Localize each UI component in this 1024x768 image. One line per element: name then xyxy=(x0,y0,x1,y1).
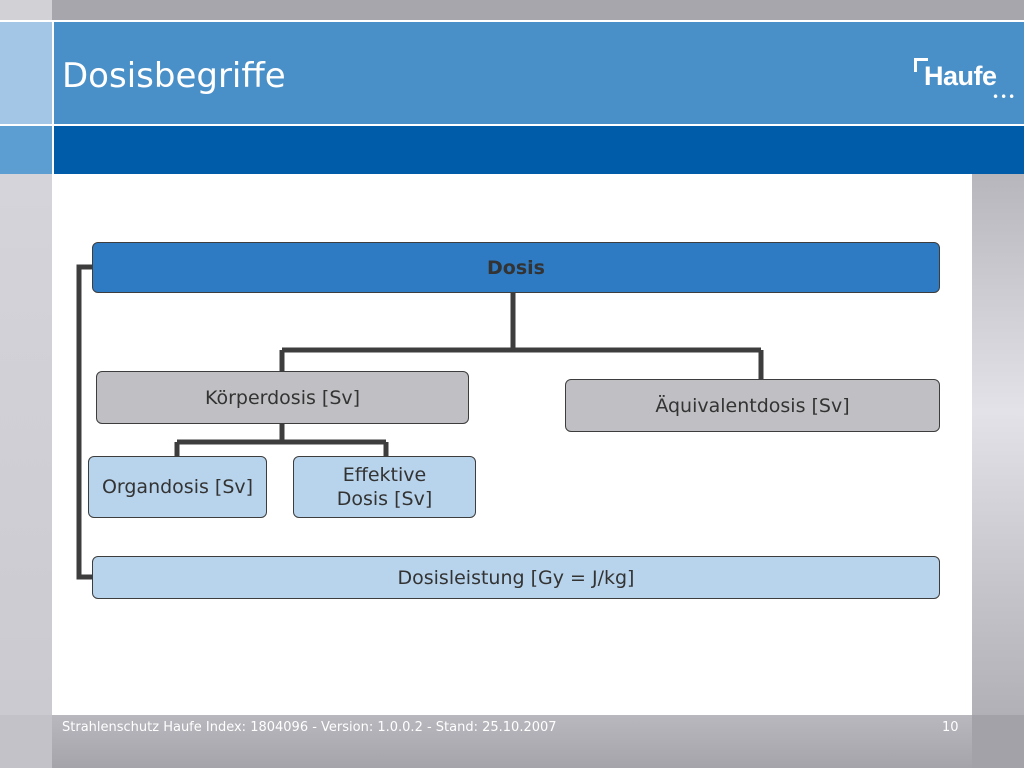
logo-dots: ••• xyxy=(992,90,1017,104)
sub-band-accent xyxy=(0,126,52,174)
title-band-accent xyxy=(0,22,52,124)
haufe-logo: Haufe ••• xyxy=(914,58,1015,104)
slide-title: Dosisbegriffe xyxy=(62,56,286,96)
page-number: 10 xyxy=(942,720,959,735)
left-rail xyxy=(0,174,52,768)
top-strip xyxy=(0,0,1024,20)
footer-left xyxy=(0,715,52,768)
title-band xyxy=(0,20,1024,126)
node-koerperdosis: Körperdosis [Sv] xyxy=(96,371,469,424)
footer-bar xyxy=(52,715,972,768)
sub-band xyxy=(0,126,1024,174)
node-dosisleistung: Dosisleistung [Gy = J/kg] xyxy=(92,556,940,599)
logo-text: Haufe xyxy=(924,61,997,91)
node-dosis: Dosis xyxy=(92,242,940,293)
top-strip-left xyxy=(0,0,52,20)
right-rail xyxy=(972,174,1024,768)
logo-corner-icon-v xyxy=(914,58,917,72)
logo-corner-icon xyxy=(914,58,928,61)
footer-right xyxy=(972,715,1024,768)
node-organdosis: Organdosis [Sv] xyxy=(88,456,267,518)
title-separator xyxy=(52,22,54,174)
node-aequivalentdosis: Äquivalentdosis [Sv] xyxy=(565,379,940,432)
footer-text: Strahlenschutz Haufe Index: 1804096 - Ve… xyxy=(62,720,557,735)
node-effektive-dosis: Effektive Dosis [Sv] xyxy=(293,456,476,518)
